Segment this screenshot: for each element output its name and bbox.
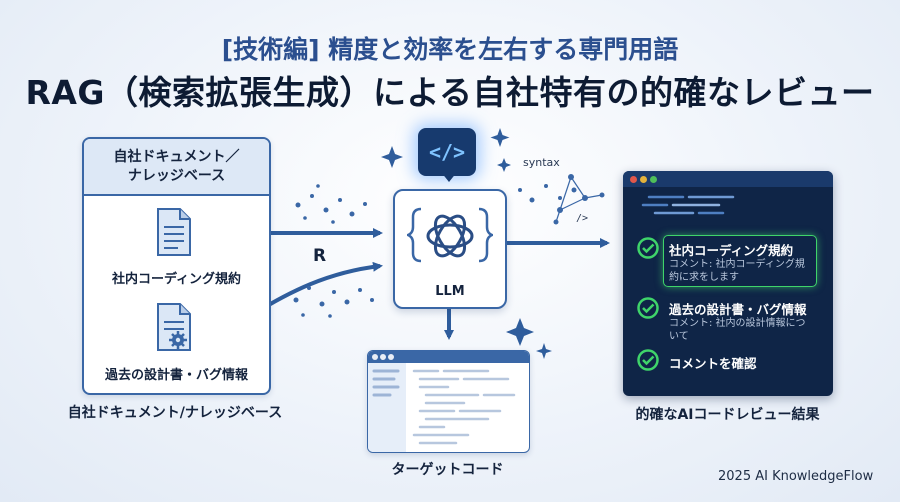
page-title: RAG（検索拡張生成）による自社特有の的確なレビュー (25, 73, 875, 112)
code-lines (372, 369, 516, 445)
sparkle-icons (381, 128, 552, 359)
review-item-title: 社内コーディング規約 (669, 243, 794, 258)
window-dot (380, 354, 386, 360)
document-gear-icon (157, 303, 191, 351)
knowledge-base-header: 自社ドキュメント／ ナレッジベース (84, 139, 269, 196)
window-titlebar (623, 171, 833, 187)
check-icon (637, 297, 659, 319)
review-highlight (663, 235, 817, 287)
code-icon: </> (418, 128, 476, 176)
window-close-dot (630, 176, 637, 183)
llm-brain-icon (407, 207, 493, 263)
target-code-caption: ターゲットコード (391, 462, 504, 478)
code-badge-text: </> (428, 140, 466, 164)
retrieval-label: R (313, 246, 327, 266)
copyright-footer: 2025 AI KnowledgeFlow (718, 469, 874, 484)
llm-label: LLM (435, 284, 465, 299)
data-dots-upper (295, 184, 367, 224)
knowledge-base-header-line2: ナレッジベース (127, 167, 226, 184)
review-item-comment: コメント: 社内コーディング規 (669, 259, 805, 270)
doc-label-coding-rules: 社内コーディング規約 (111, 272, 242, 287)
llm-box (393, 189, 507, 309)
window-minimize-dot (640, 176, 647, 183)
data-dots-right (518, 184, 577, 203)
review-item-title: 過去の設計書・バグ情報 (669, 302, 807, 317)
review-result-caption: 的確なAIコードレビュー結果 (635, 407, 820, 423)
review-item-comment: 約に求をします (669, 272, 739, 283)
window-dot (372, 354, 378, 360)
check-icon (637, 237, 659, 259)
document-icon (157, 208, 191, 256)
review-item-comment: いて (669, 331, 689, 342)
syntax-tag: /> (576, 213, 589, 224)
doc-label-design-bugs: 過去の設計書・バグ情報 (104, 368, 248, 383)
check-icon (637, 349, 659, 371)
syntax-label: syntax (523, 156, 560, 169)
review-code-lines (641, 195, 735, 215)
target-code-window (367, 350, 530, 453)
knowledge-base-panel: 自社ドキュメント／ ナレッジベース 社内コーディング規約 過去の設計書・バグ情報 (82, 137, 271, 395)
window-dot (388, 354, 394, 360)
knowledge-base-caption: 自社ドキュメント/ナレッジベース (67, 405, 283, 421)
review-item-title: コメントを確認 (669, 356, 757, 371)
window-titlebar (368, 351, 529, 363)
data-dots-lower (293, 286, 374, 318)
code-badge-tail (441, 172, 457, 182)
window-maximize-dot (650, 176, 657, 183)
review-item-comment: コメント: 社内の設計情報につ (669, 318, 806, 329)
knowledge-base-header-line1: 自社ドキュメント／ (113, 148, 240, 165)
subtitle: [技術編] 精度と効率を左右する専門用語 (221, 35, 679, 64)
